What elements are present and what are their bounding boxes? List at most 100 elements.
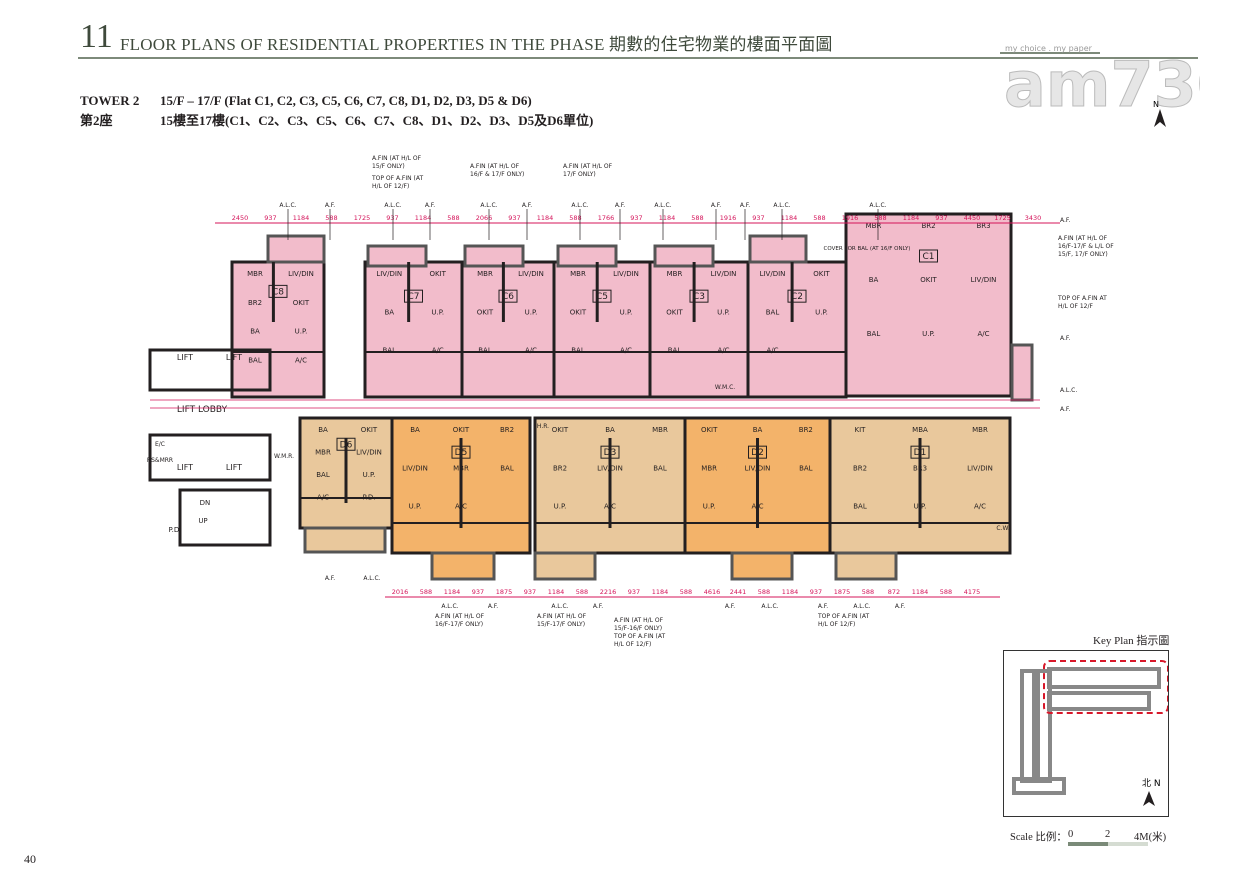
room-label: OKIT — [920, 276, 937, 284]
dimension-label: 588 — [447, 214, 459, 222]
dimension-label: 1184 — [548, 588, 565, 596]
dimension-label: 937 — [386, 214, 398, 222]
room-label: MBR — [570, 270, 586, 278]
wmr-label: W.M.R. — [274, 453, 294, 460]
dimension-label: 1184 — [415, 214, 432, 222]
dimension-label: 937 — [752, 214, 764, 222]
room-label: OKIT — [666, 308, 683, 316]
alc-marker: A.L.C. — [441, 603, 458, 610]
room-label: BR2 — [921, 222, 935, 230]
wmc-label: W.M.C. — [715, 384, 735, 391]
room-label: MBR — [315, 449, 331, 457]
room-label: BA — [384, 308, 394, 316]
af-marker: A.F. — [325, 202, 335, 209]
scale-bar — [1068, 842, 1148, 846]
room-label: BR2 — [500, 426, 514, 434]
unit-c2-footprint — [746, 260, 848, 399]
dimension-label: 937 — [264, 214, 276, 222]
alc-marker: A.L.C. — [869, 202, 886, 209]
room-label: MBR — [701, 464, 717, 472]
room-label: A/C — [604, 503, 616, 511]
hr-label: H.R. — [537, 423, 549, 430]
unit-c8-footprint — [230, 260, 326, 399]
room-label: A/C — [455, 503, 467, 511]
balcony — [1010, 343, 1034, 402]
floors-zh: 15樓至17樓(C1、C2、C3、C5、C6、C7、C8、D1、D2、D3、D5… — [160, 113, 594, 128]
svg-text:my choice . my paper: my choice . my paper — [1005, 44, 1093, 53]
room-label: U.P. — [554, 503, 567, 511]
room-label: LIV/DIN — [711, 270, 737, 278]
key-plan-title: Key Plan 指示圖 — [1093, 635, 1170, 647]
unit-id-c6: C6 — [502, 292, 514, 302]
unit-id-box — [919, 249, 938, 263]
room-label: A/C — [717, 347, 729, 355]
room-label: A/C — [974, 503, 986, 511]
room-label: MBR — [972, 426, 988, 434]
room-label: U.P. — [363, 471, 376, 479]
dimension-label: 2216 — [600, 588, 617, 596]
svg-text:N: N — [1153, 100, 1159, 109]
room-label: A/C — [620, 347, 632, 355]
room-label: P.D. — [363, 494, 376, 502]
room-label: BR3 — [913, 464, 927, 472]
unit-c1-footprint — [844, 212, 1013, 398]
room-label: A/C — [295, 356, 307, 364]
dimension-label: 1184 — [781, 214, 798, 222]
af-marker: A.F. — [895, 603, 905, 610]
af-marker: A.F. — [740, 202, 750, 209]
unit-c7-footprint — [363, 260, 464, 399]
room-label: U.P. — [815, 308, 828, 316]
balcony — [730, 551, 794, 581]
ec-label: E/C — [155, 441, 165, 448]
dimension-label: 872 — [888, 588, 900, 596]
af-marker: A.F. — [325, 575, 335, 582]
room-label: BA — [410, 426, 420, 434]
dimension-label: 937 — [935, 214, 947, 222]
page-number: 40 — [24, 852, 36, 866]
dimension-label: 1916 — [842, 214, 859, 222]
room-label: LIV/DIN — [376, 270, 402, 278]
room-label: OKIT — [477, 308, 494, 316]
balcony — [463, 244, 525, 268]
dimension-label: 937 — [472, 588, 484, 596]
balcony — [748, 234, 808, 264]
alc-marker: A.L.C. — [480, 202, 497, 209]
scale-label: Scale 比例： 0 2 4M(米) — [1010, 829, 1167, 843]
unit-id-c1: C1 — [922, 252, 934, 262]
balcony — [533, 551, 597, 581]
room-label: OKIT — [361, 426, 378, 434]
alc-marker: A.L.C. — [654, 202, 671, 209]
dimension-label: 2450 — [232, 214, 249, 222]
floors-en: 15/F – 17/F (Flat C1, C2, C3, C5, C6, C7… — [160, 93, 532, 108]
balcony — [653, 244, 715, 268]
room-label: BAL — [248, 356, 262, 364]
dimension-label: 1725 — [354, 214, 371, 222]
room-label: BR2 — [853, 464, 867, 472]
pd-label: P.D. — [169, 526, 182, 534]
alc-marker: A.L.C. — [279, 202, 296, 209]
dimension-label: 4450 — [964, 214, 981, 222]
unit-c5-footprint — [552, 260, 652, 399]
room-label: U.P. — [295, 328, 308, 336]
room-label: U.P. — [525, 308, 538, 316]
room-label: MBR — [477, 270, 493, 278]
alc-marker: A.L.C. — [384, 202, 401, 209]
room-label: A/C — [525, 347, 537, 355]
room-label: LIV/DIN — [760, 270, 786, 278]
dimension-label: 1184 — [659, 214, 676, 222]
dimension-label: 937 — [810, 588, 822, 596]
dimension-label: 588 — [325, 214, 337, 222]
dimension-label: 588 — [862, 588, 874, 596]
af-marker: A.F. — [711, 202, 721, 209]
balcony — [556, 244, 618, 268]
room-label: U.P. — [703, 503, 716, 511]
room-label: OKIT — [813, 270, 830, 278]
room-label: BAL — [478, 347, 492, 355]
dimension-label: 1184 — [903, 214, 920, 222]
unit-id-c7: C7 — [407, 292, 419, 302]
dimension-label: 1916 — [720, 214, 737, 222]
